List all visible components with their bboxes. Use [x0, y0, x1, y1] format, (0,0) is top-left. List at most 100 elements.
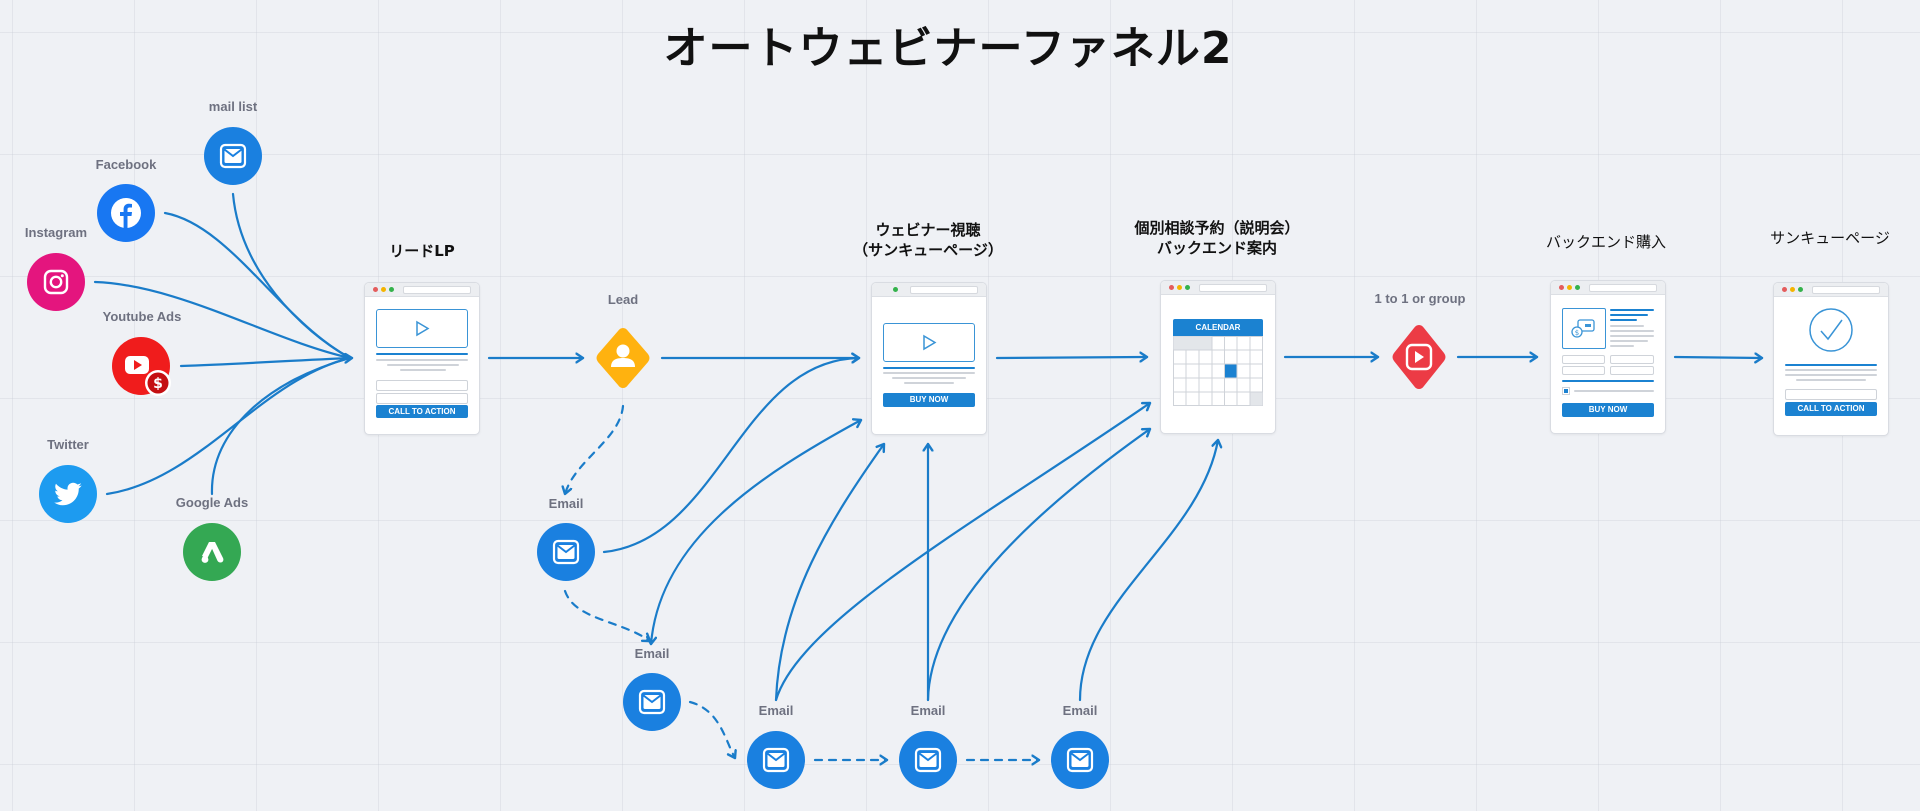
calendar-grid[interactable]: [1173, 336, 1263, 406]
facebook-icon: [111, 198, 141, 228]
mail-icon: [1066, 747, 1094, 773]
form-input: [1562, 366, 1605, 375]
calendar-header: CALENDAR: [1173, 319, 1263, 336]
checkbox[interactable]: [1562, 387, 1570, 395]
url-bar: [1812, 286, 1880, 294]
text-line: [400, 369, 446, 371]
source-facebook[interactable]: [97, 184, 155, 242]
email-node-2[interactable]: [623, 673, 681, 731]
page-webinar[interactable]: BUY NOW: [871, 282, 987, 435]
source-label-facebook: Facebook: [95, 157, 157, 172]
browser-bar: [1774, 283, 1888, 297]
text-line: [1610, 330, 1654, 332]
email-label-1: Email: [548, 496, 584, 511]
cta-button[interactable]: CALL TO ACTION: [376, 405, 468, 418]
email-node-3[interactable]: [747, 731, 805, 789]
step-label-thanks: サンキューページ: [1770, 229, 1890, 247]
source-mail-list[interactable]: [204, 127, 262, 185]
check-icon: [1809, 308, 1853, 352]
connector-lead-email1: [565, 404, 625, 494]
one-to-one-diamond: [1392, 325, 1446, 389]
video-placeholder: [376, 309, 468, 348]
diagram-title-text: オートウェビナーファネル2: [663, 23, 1233, 74]
window-dots: [1782, 287, 1803, 292]
browser-bar: [1551, 281, 1665, 295]
source-label-google-ads: Google Ads: [175, 495, 249, 510]
url-bar: [1589, 284, 1657, 292]
email-node-4[interactable]: [899, 731, 957, 789]
source-label-twitter: Twitter: [47, 437, 89, 452]
browser-bar: [872, 283, 986, 297]
url-bar: [910, 286, 978, 294]
play-icon: [416, 320, 430, 337]
page-consult[interactable]: CALENDAR: [1160, 280, 1276, 434]
form-input: [1785, 389, 1877, 400]
window-dots: [1169, 285, 1190, 290]
text-line: [376, 353, 468, 355]
connector-email3-consult: [774, 403, 1150, 702]
svg-text:$: $: [1575, 329, 1579, 337]
connector-email2-email3: [688, 700, 735, 758]
text-line: [387, 364, 459, 366]
connector-email4-consult: [926, 429, 1150, 702]
page-lead-lp[interactable]: CALL TO ACTION: [364, 282, 480, 435]
email-node-5[interactable]: [1051, 731, 1109, 789]
email-node-1[interactable]: [537, 523, 595, 581]
connector-email1-email2: [563, 589, 650, 641]
step-lead[interactable]: [594, 328, 652, 388]
text-line: [1610, 309, 1654, 311]
step-label-lead: Lead: [607, 292, 639, 307]
step-label-lead-lp: リードLP: [389, 242, 455, 260]
text-line: [1785, 369, 1877, 371]
user-icon: [611, 344, 635, 367]
text-line: [1610, 345, 1634, 347]
connector-instagram-lp: [93, 280, 352, 360]
source-instagram[interactable]: [27, 253, 85, 311]
step-label-consult: 個別相談予約（説明会） バックエンド案内: [1134, 218, 1299, 258]
connector-email5-consult: [1078, 440, 1218, 702]
product-image: $: [1562, 308, 1606, 349]
youtube-ads-icon: $: [125, 356, 171, 396]
buy-now-button[interactable]: BUY NOW: [883, 393, 975, 407]
connector-facebook-lp: [163, 211, 352, 360]
email-label-5: Email: [1062, 703, 1098, 718]
connector-webinar-email2: [651, 420, 861, 644]
svg-text:$: $: [153, 376, 163, 392]
step-label-consult-line2: バックエンド案内: [1156, 239, 1278, 257]
email-label-3: Email: [758, 703, 794, 718]
step-label-webinar-line2: （サンキューページ）: [853, 241, 1003, 259]
mail-icon: [638, 689, 666, 715]
mail-icon: [552, 539, 580, 565]
mail-icon: [219, 143, 247, 169]
text-line: [1610, 319, 1637, 321]
page-thanks[interactable]: CALL TO ACTION: [1773, 282, 1889, 436]
step-one-to-one[interactable]: [1390, 325, 1448, 389]
step-label-webinar: ウェビナー視聴 （サンキューページ）: [853, 220, 1003, 260]
text-line: [883, 367, 975, 369]
buy-now-button[interactable]: BUY NOW: [1562, 403, 1654, 417]
source-label-youtube-ads: Youtube Ads: [102, 309, 182, 324]
cta-button[interactable]: CALL TO ACTION: [1785, 402, 1877, 416]
text-line: [1610, 314, 1648, 316]
text-line: [1785, 364, 1877, 366]
step-label-webinar-line1: ウェビナー視聴: [875, 221, 981, 239]
text-line: [1562, 380, 1654, 382]
connector-maillist-lp: [231, 192, 352, 360]
browser-bar: [365, 283, 479, 297]
form-input: [1610, 366, 1654, 375]
window-dots: [1559, 285, 1580, 290]
video-placeholder: [883, 323, 975, 362]
connector-email3-webinar: [774, 444, 884, 702]
payment-icon: $: [1571, 319, 1595, 338]
lead-diamond: [596, 328, 650, 388]
source-twitter[interactable]: [39, 465, 97, 523]
text-line: [1574, 390, 1654, 392]
source-youtube-ads[interactable]: $: [112, 337, 171, 396]
text-line: [376, 359, 468, 361]
source-google-ads[interactable]: [183, 523, 241, 581]
source-label-mail-list: mail list: [208, 99, 258, 114]
step-label-one-to-one: 1 to 1 or group: [1374, 291, 1466, 306]
form-input: [376, 380, 468, 391]
mail-icon: [762, 747, 790, 773]
page-backend[interactable]: $ BUY NOW: [1550, 280, 1666, 434]
